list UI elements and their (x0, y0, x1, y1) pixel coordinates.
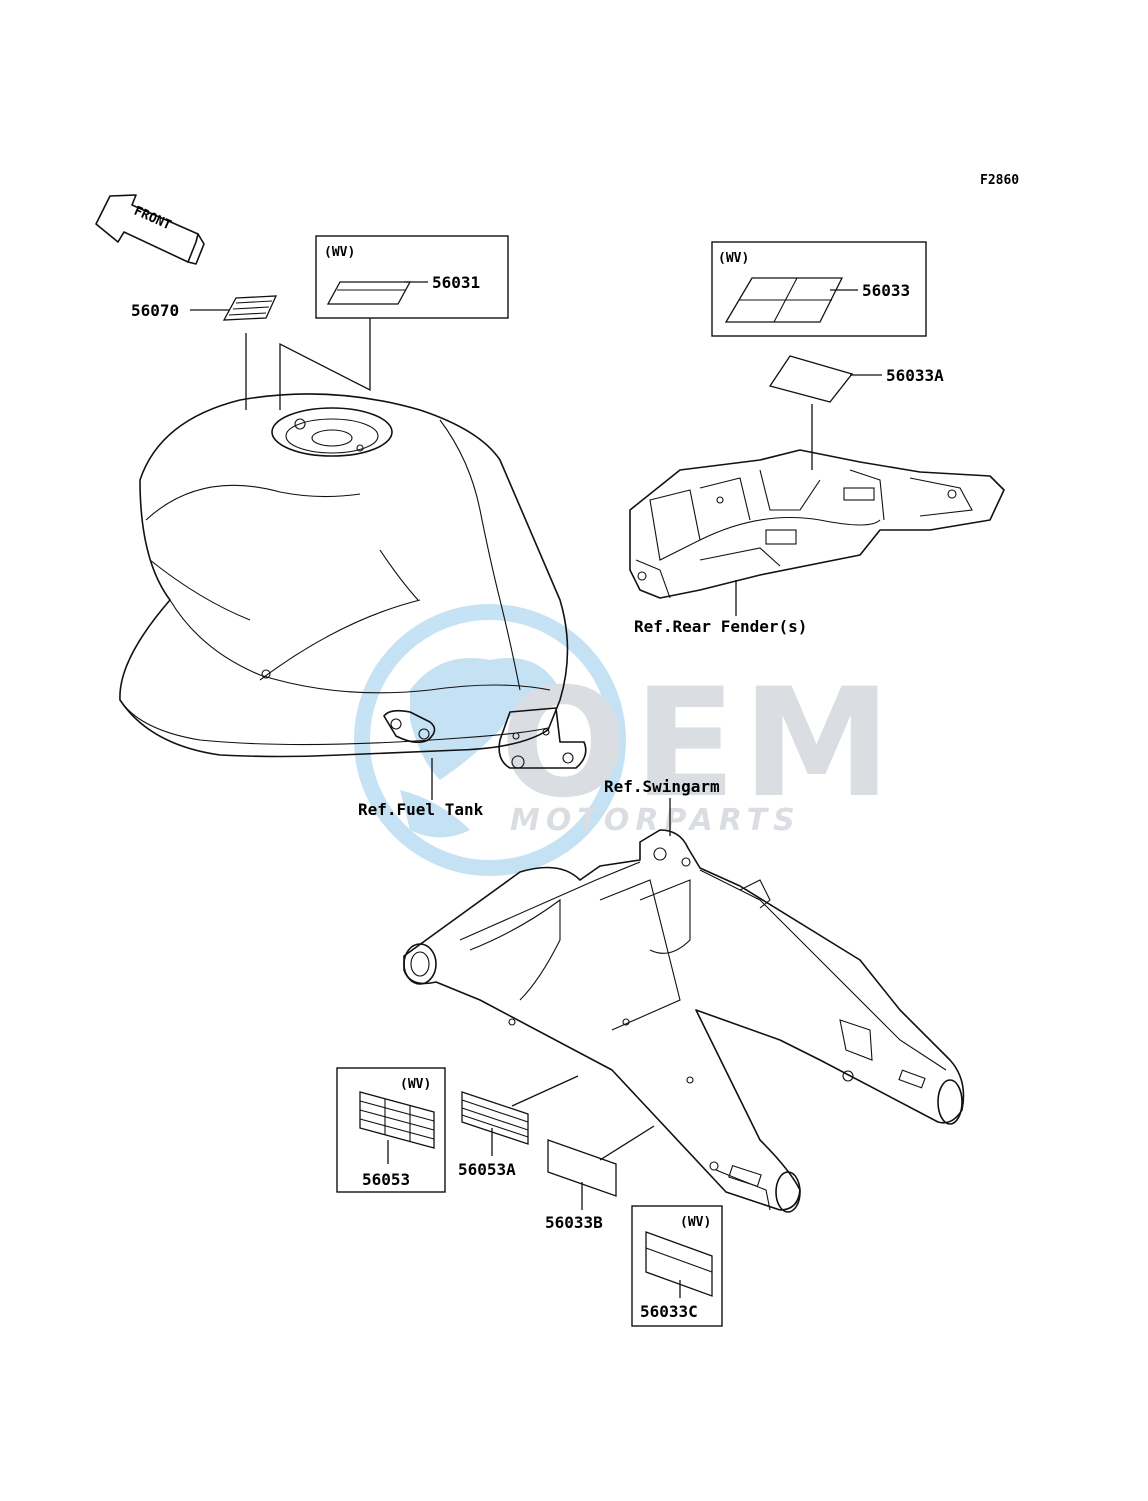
wv-box-56033 (711, 241, 927, 337)
wv-tag-56033C: (WV) (680, 1215, 711, 1230)
decal-56070 (222, 295, 278, 321)
part-56053A-label: 56053A (458, 1160, 516, 1179)
wv-tag-56031: (WV) (324, 245, 355, 260)
watermark-continents (410, 658, 560, 780)
wv-tag-56053: (WV) (400, 1077, 431, 1092)
figure-code: F2860 (980, 173, 1019, 188)
wv-tag-56033: (WV) (718, 251, 749, 266)
part-56033C-label: 56033C (640, 1302, 698, 1321)
part-56033-label: 56033 (862, 281, 910, 300)
part-56053-label: 56053 (362, 1170, 410, 1189)
decal-56033C (645, 1231, 713, 1297)
decal-56031 (326, 281, 412, 305)
front-arrow-label: FRONT (132, 204, 174, 234)
watermark-globe-icon (354, 604, 626, 876)
front-arrow-icon: FRONT (95, 194, 205, 265)
decal-56053A (461, 1091, 529, 1145)
wv-box-56031 (315, 235, 509, 319)
decal-56033A (768, 355, 854, 403)
watermark-sub: MOTORPARTS (510, 803, 801, 838)
watermark-brand: OEM (500, 657, 897, 831)
wv-box-56033C (631, 1205, 723, 1327)
rear-fender (629, 449, 1005, 599)
watermark: OEM MOTORPARTS (354, 604, 897, 876)
part-56033B-label: 56033B (545, 1213, 603, 1232)
ref-rear-fender: Ref.Rear Fender(s) (634, 617, 807, 636)
ref-swingarm: Ref.Swingarm (604, 777, 720, 796)
part-56070-label: 56070 (131, 301, 179, 320)
part-56033A-label: 56033A (886, 366, 944, 385)
fuel-tank (119, 393, 587, 769)
decal-56033 (724, 277, 844, 323)
part-56031-label: 56031 (432, 273, 480, 292)
decal-56053 (359, 1091, 435, 1149)
ref-fuel-tank: Ref.Fuel Tank (358, 800, 484, 819)
swingarm (403, 829, 965, 1213)
wv-box-56053 (336, 1067, 446, 1193)
decal-56033B (547, 1139, 617, 1197)
